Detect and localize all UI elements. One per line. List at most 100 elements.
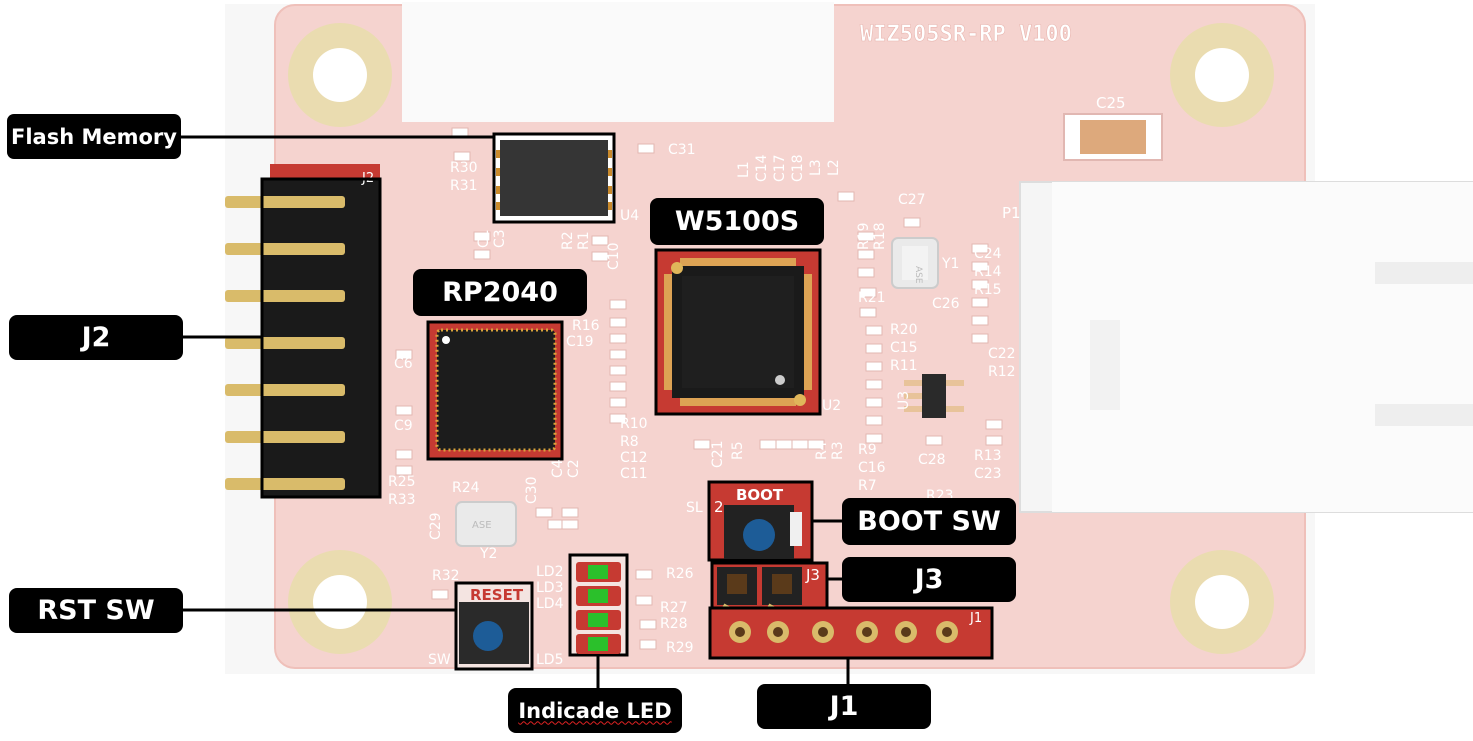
- passive-pad: [858, 268, 874, 277]
- label-r32: R32: [432, 568, 460, 584]
- ethernet-connector-p1: [1020, 182, 1473, 512]
- label-c28: C28: [918, 452, 946, 468]
- label-r12: R12: [988, 364, 1016, 380]
- label-ld2: LD2: [536, 564, 564, 580]
- label-c11: C11: [620, 466, 648, 482]
- label-r9: R9: [858, 442, 877, 458]
- label-y2: Y2: [479, 546, 497, 562]
- label-c24: C24: [974, 246, 1002, 262]
- passive-pad: [986, 436, 1002, 445]
- rp2040-chip: [428, 322, 562, 459]
- passive-pad: [866, 362, 882, 371]
- label-c31: C31: [668, 142, 696, 158]
- label-r10: R10: [620, 416, 648, 432]
- label-l1: L1: [736, 161, 752, 178]
- callout-rst-sw: RST SW: [9, 588, 183, 633]
- label-r25: R25: [388, 474, 416, 490]
- crystal-y2-mark: ASE: [472, 520, 492, 531]
- callout-j2: J2: [9, 315, 183, 360]
- mounting-hole-bl: [288, 550, 392, 654]
- passive-pad: [562, 508, 578, 517]
- reset-button-label: RESET: [470, 586, 524, 604]
- label-c21: C21: [710, 440, 726, 468]
- label-r33: R33: [388, 492, 416, 508]
- callout-j3: J3: [842, 557, 1016, 602]
- passive-pad: [610, 398, 626, 407]
- passive-pad: [536, 508, 552, 517]
- passive-pad: [972, 298, 988, 307]
- passive-pad: [858, 250, 874, 259]
- passive-pad: [432, 590, 448, 599]
- label-r19: R19: [856, 222, 872, 250]
- passive-pad: [792, 440, 808, 449]
- label-r8: R8: [620, 434, 639, 450]
- flash-memory-chip: [494, 134, 614, 222]
- label-j1-silk: J1: [969, 611, 982, 626]
- passive-pad: [860, 308, 876, 317]
- label-c30: C30: [524, 476, 540, 504]
- label-c16: C16: [858, 460, 886, 476]
- label-sl: SL: [686, 500, 703, 516]
- passive-pad: [972, 316, 988, 325]
- label-l3: L3: [808, 159, 824, 176]
- label-c1: C1: [476, 229, 492, 248]
- passive-pad: [610, 350, 626, 359]
- passive-pad: [638, 144, 654, 153]
- passive-pad: [610, 334, 626, 343]
- passive-pad: [562, 520, 578, 529]
- label-r18: R18: [872, 222, 888, 250]
- label-r16: R16: [572, 318, 600, 334]
- label-ld4: LD4: [536, 596, 564, 612]
- label-r3: R3: [830, 441, 846, 460]
- label-j3-pin: 2: [714, 498, 724, 516]
- label-c27: C27: [898, 192, 926, 208]
- boot-button-label: BOOT: [736, 486, 784, 504]
- label-u3: U3: [896, 391, 912, 410]
- label-y1: Y1: [941, 256, 959, 272]
- callout-w5100s: W5100S: [650, 198, 824, 245]
- callout-j1: J1: [757, 684, 931, 729]
- label-r15: R15: [974, 282, 1002, 298]
- passive-pad: [866, 344, 882, 353]
- mounting-hole-tr: [1170, 23, 1274, 127]
- label-c12: C12: [620, 450, 648, 466]
- label-u4: U4: [620, 208, 639, 224]
- callout-flash-memory: Flash Memory: [7, 114, 181, 159]
- label-ld5: LD5: [536, 652, 564, 668]
- label-c6: C6: [394, 356, 413, 372]
- label-sw: SW: [428, 652, 451, 668]
- passive-pad: [904, 218, 920, 227]
- passive-pad: [694, 440, 710, 449]
- passive-pad: [760, 440, 776, 449]
- passive-pad: [610, 318, 626, 327]
- label-r31: R31: [450, 178, 478, 194]
- callout-indicade-led: Indicade LED: [508, 688, 682, 733]
- label-r11: R11: [890, 358, 918, 374]
- header-j1: [710, 608, 992, 658]
- passive-pad: [776, 440, 792, 449]
- mounting-hole-br: [1170, 550, 1274, 654]
- label-c22: C22: [988, 346, 1016, 362]
- callout-boot-sw: BOOT SW: [842, 498, 1016, 545]
- label-r21: R21: [858, 290, 886, 306]
- passive-pad: [866, 398, 882, 407]
- label-c25: C25: [1096, 94, 1126, 112]
- label-c10: C10: [606, 242, 622, 270]
- label-r14: R14: [974, 264, 1002, 280]
- antenna-keepout: [402, 2, 834, 122]
- mounting-hole-tl: [288, 23, 392, 127]
- label-c4: C4: [550, 459, 566, 478]
- label-ld3: LD3: [536, 580, 564, 596]
- passive-pad: [636, 596, 652, 605]
- label-c3: C3: [492, 229, 508, 248]
- passive-pad: [610, 300, 626, 309]
- label-r30: R30: [450, 160, 478, 176]
- label-r24: R24: [452, 480, 480, 496]
- capacitor-c25-body: [1080, 120, 1146, 154]
- label-r29: R29: [666, 640, 694, 656]
- passive-pad: [838, 192, 854, 201]
- label-r13: R13: [974, 448, 1002, 464]
- passive-pad: [866, 416, 882, 425]
- passive-pad: [396, 406, 412, 415]
